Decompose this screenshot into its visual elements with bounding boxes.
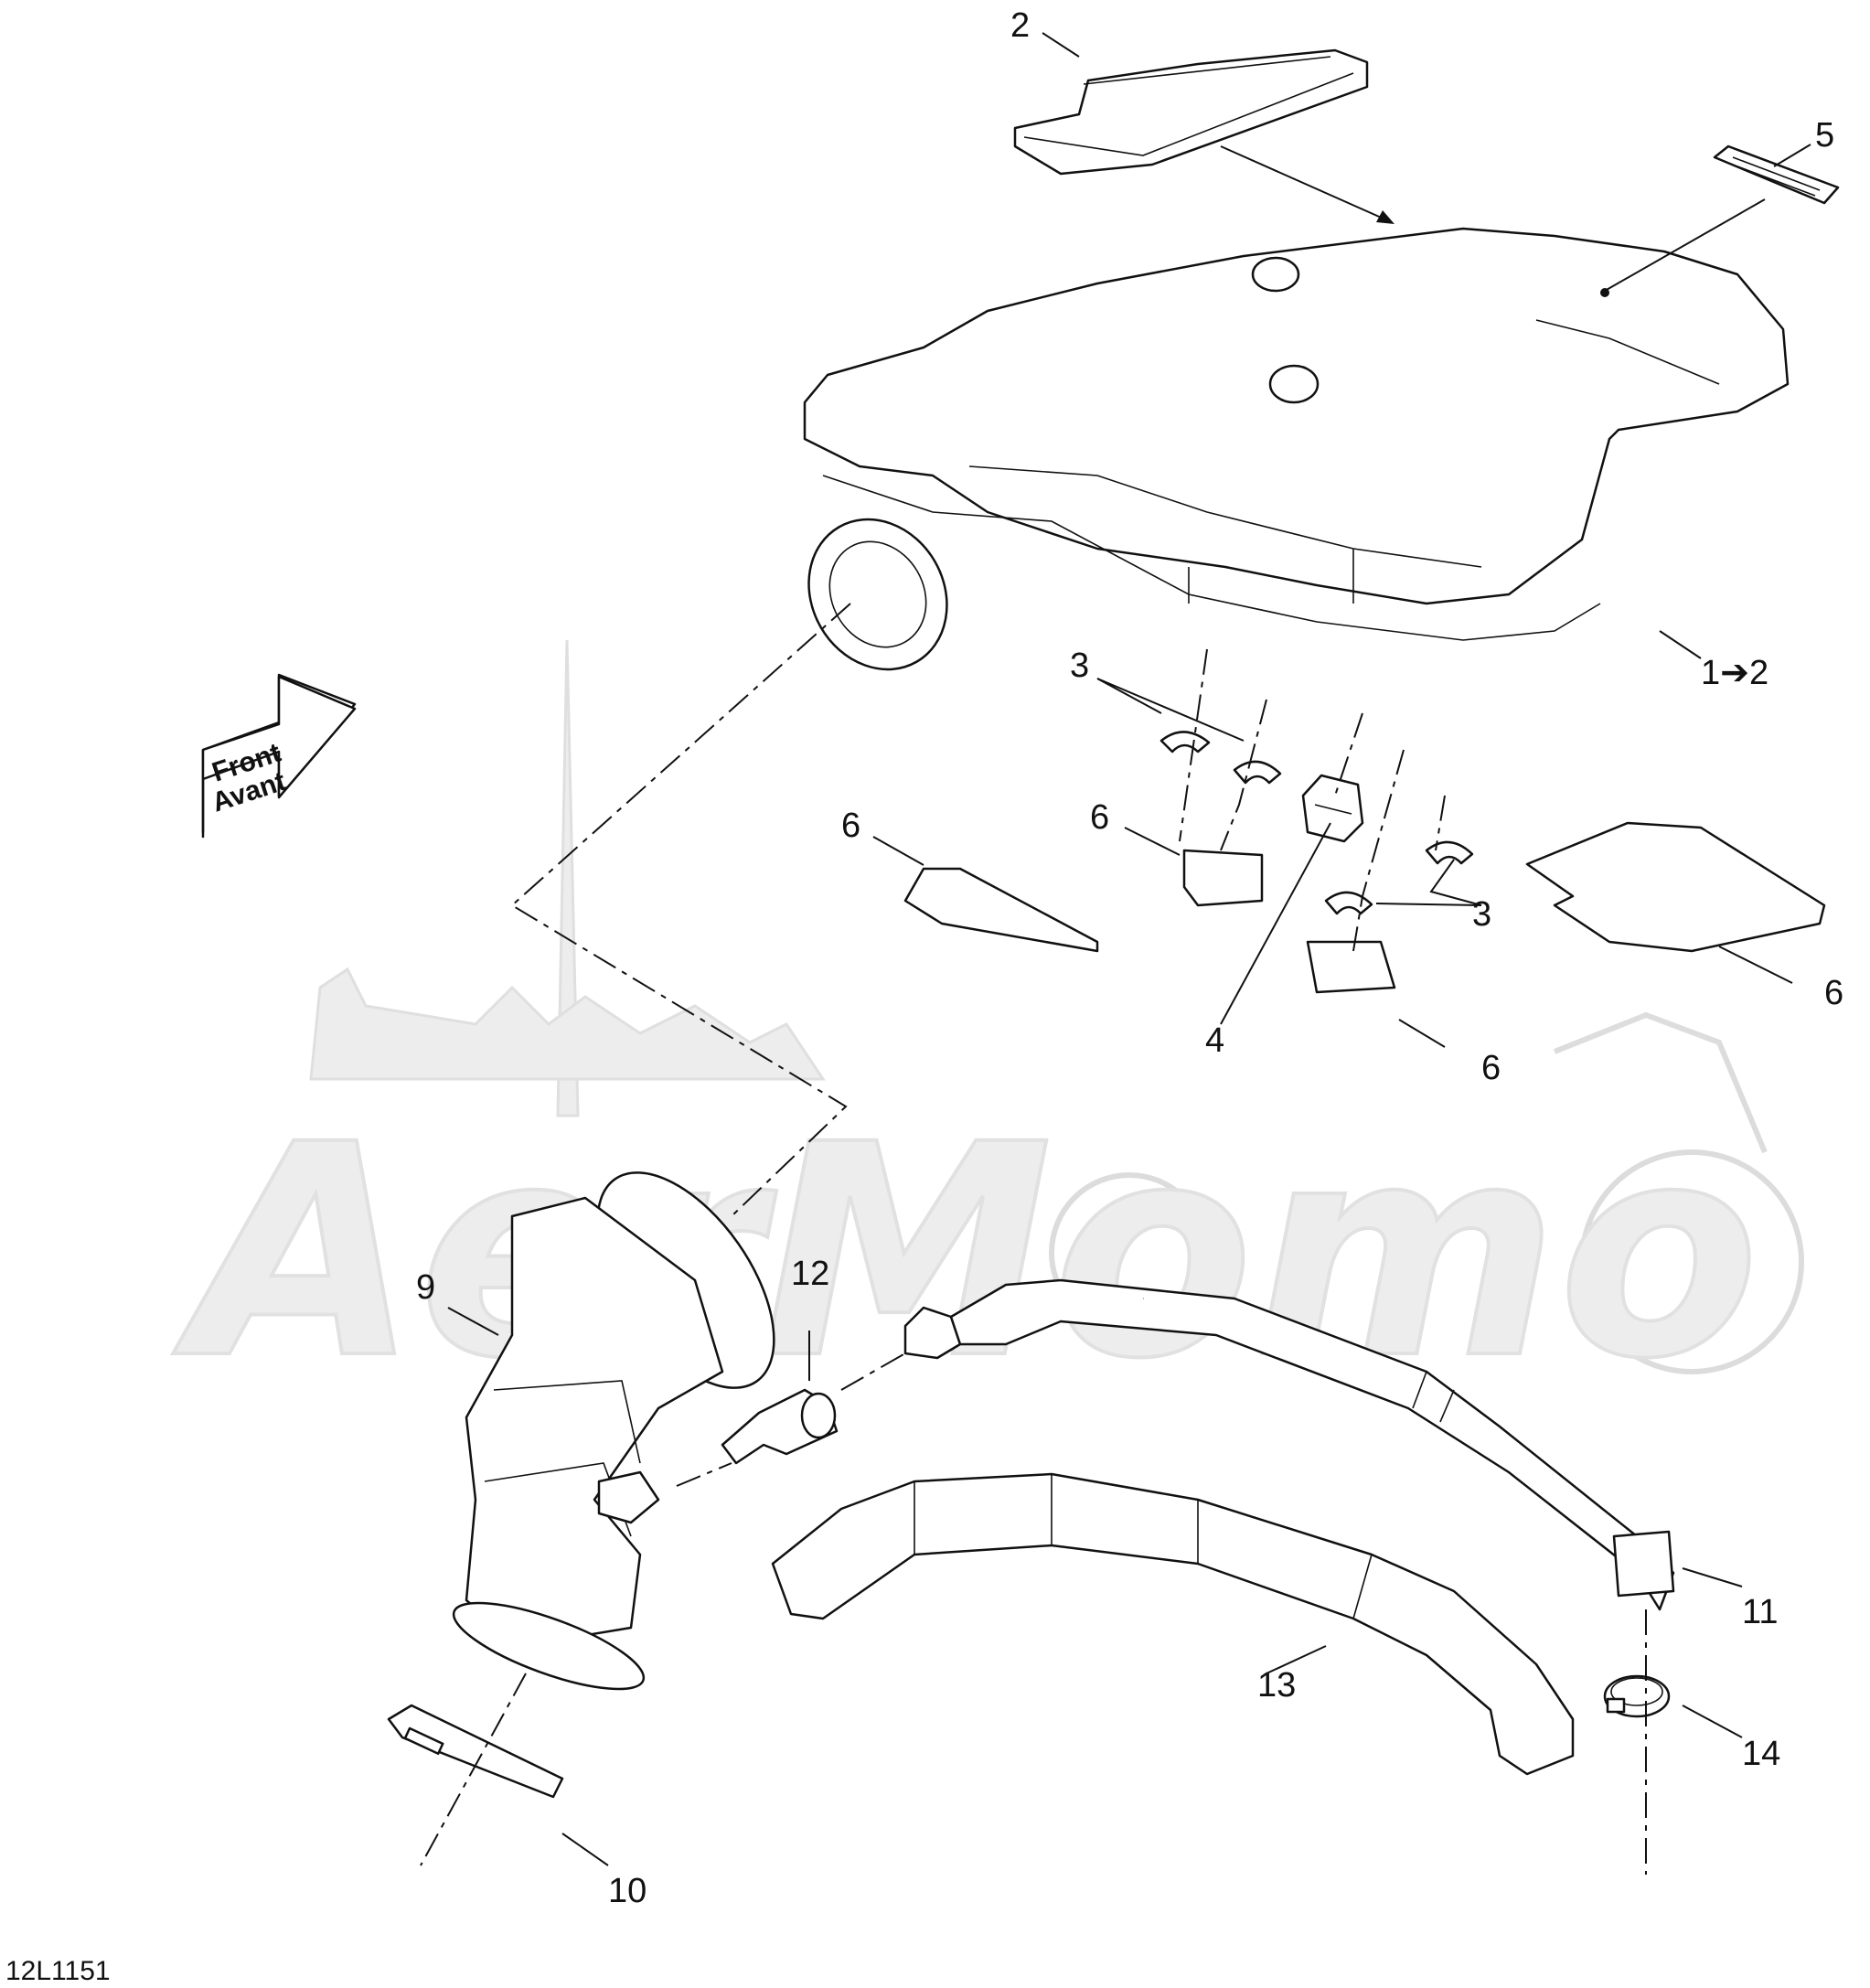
air-filter-cover-part-2 (1013, 48, 1369, 176)
drawing-code: 12L1151 (5, 1956, 111, 1986)
watermark-logo: AerMomo (167, 639, 1804, 1425)
callout-6-mid: 6 (1090, 798, 1109, 837)
airbox-part-1 (803, 227, 1790, 671)
callout-labels: 2 5 1➔2 3 3 4 6 6 6 6 9 10 11 12 13 14 (416, 6, 1843, 1910)
callout-4: 4 (1205, 1021, 1224, 1060)
assembly-lines (420, 603, 1647, 1875)
hose-clamp-part-14 (1603, 1674, 1671, 1718)
callout-5: 5 (1815, 116, 1834, 155)
callout-6-left: 6 (841, 807, 860, 845)
callout-12: 12 (791, 1255, 829, 1293)
leader-lines (447, 32, 1811, 1866)
grommet-part-4 (1301, 774, 1364, 843)
hose-part-11 (903, 1278, 1675, 1611)
callout-14: 14 (1742, 1735, 1780, 1773)
callout-1-2: 1➔2 (1701, 654, 1768, 692)
callout-10: 10 (608, 1872, 646, 1910)
hose-part-13 (771, 1472, 1575, 1776)
callout-11: 11 (1742, 1593, 1778, 1631)
watermark-text: AerMomo (169, 1083, 1759, 1423)
label-part-5 (1713, 144, 1840, 205)
fitting-part-12 (721, 1388, 839, 1465)
foam-pad-part-6 (903, 821, 1826, 994)
callout-3-bottom: 3 (1472, 895, 1491, 934)
callout-2: 2 (1010, 6, 1030, 45)
intake-adaptor-part-9 (452, 1171, 775, 1691)
clamp-part-10 (387, 1704, 564, 1799)
callout-9: 9 (416, 1268, 435, 1307)
callout-6-right: 6 (1824, 974, 1843, 1012)
front-direction-arrow: Front Avant (201, 673, 357, 839)
callout-13: 13 (1257, 1666, 1296, 1705)
callout-3-top: 3 (1070, 647, 1089, 685)
callout-6-bottom: 6 (1481, 1049, 1501, 1087)
